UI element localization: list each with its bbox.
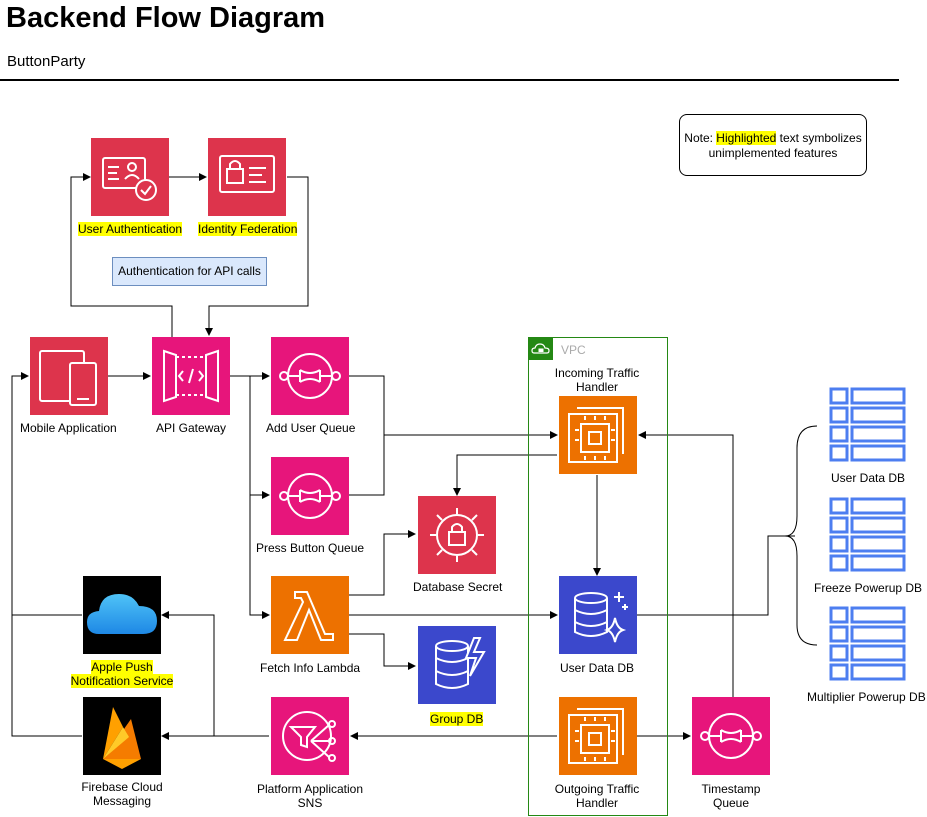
connector-sns-to-apns (161, 611, 215, 736)
connector-lambda-to-groupdb (349, 633, 416, 670)
mobile-app-label: Mobile Application (20, 421, 117, 435)
freeze-powerup-table-icon (829, 497, 906, 572)
note-highlight: Highlighted (716, 131, 777, 145)
add-user-queue-label: Add User Queue (266, 421, 356, 435)
lambda-label: Fetch Info Lambda (260, 661, 361, 675)
connector-userdb-to-tables (637, 535, 795, 616)
add-user-queue-icon (271, 337, 349, 415)
api-gateway-label: API Gateway (156, 421, 227, 435)
outgoing-handler-icon (559, 697, 637, 775)
lambda-icon (271, 576, 349, 654)
note-rest-2: unimplemented features (708, 146, 838, 160)
connector-lambda-to-secret (349, 530, 416, 596)
timestamp-queue-icon (692, 697, 770, 775)
api-gateway-icon (152, 337, 230, 415)
user-auth-icon (91, 138, 169, 216)
identity-federation-label: Identity Federation (198, 222, 298, 236)
mobile-app-icon (30, 337, 108, 415)
connector-identity-to-api (205, 176, 309, 336)
legend-note: Note: Highlighted text symbolizes unimpl… (679, 114, 867, 176)
incoming-handler-icon (559, 396, 637, 474)
user-data-db-icon (559, 576, 637, 654)
database-secret-icon (418, 496, 496, 574)
group-db-label: Group DB (430, 712, 484, 726)
user-auth-label: User Authentication (78, 222, 183, 236)
multiplier-powerup-table-icon (829, 606, 906, 681)
page-subtitle: ButtonParty (7, 53, 86, 70)
page-title: Backend Flow Diagram (6, 2, 326, 34)
connector-pressbutton-to-incoming (349, 435, 385, 496)
group-db-icon (418, 626, 496, 704)
vpc-boundary (528, 337, 668, 816)
user-data-table-label: User Data DB (831, 471, 906, 485)
apns-cloud-icon (83, 576, 161, 654)
freeze-powerup-table-label: Freeze Powerup DB (814, 581, 923, 595)
user-data-db-label: User Data DB (560, 661, 635, 675)
database-secret-label: Database Secret (413, 580, 503, 594)
press-button-queue-icon (271, 457, 349, 535)
connector-timestamp-to-incoming (638, 431, 734, 697)
user-data-table-icon (829, 387, 906, 462)
press-button-queue-label: Press Button Queue (256, 541, 365, 555)
auth-caption-box: Authentication for API calls (112, 257, 267, 286)
vpc-cloud-icon (529, 338, 553, 360)
tables-brace (784, 425, 818, 646)
connector-fcm-to-mobile (11, 372, 82, 737)
connector-incoming-to-secret (453, 454, 557, 496)
note-prefix: Note: (684, 131, 717, 145)
sns-icon (271, 697, 349, 775)
title-divider (0, 79, 899, 81)
multiplier-powerup-table-label: Multiplier Powerup DB (807, 690, 926, 704)
connector-adduser-to-incoming (349, 375, 558, 439)
vpc-label: VPC (561, 343, 586, 357)
identity-federation-icon (208, 138, 286, 216)
connector-api-to-userauth (70, 173, 173, 337)
note-rest-1: text symbolizes (776, 131, 862, 145)
firebase-icon (83, 697, 161, 775)
